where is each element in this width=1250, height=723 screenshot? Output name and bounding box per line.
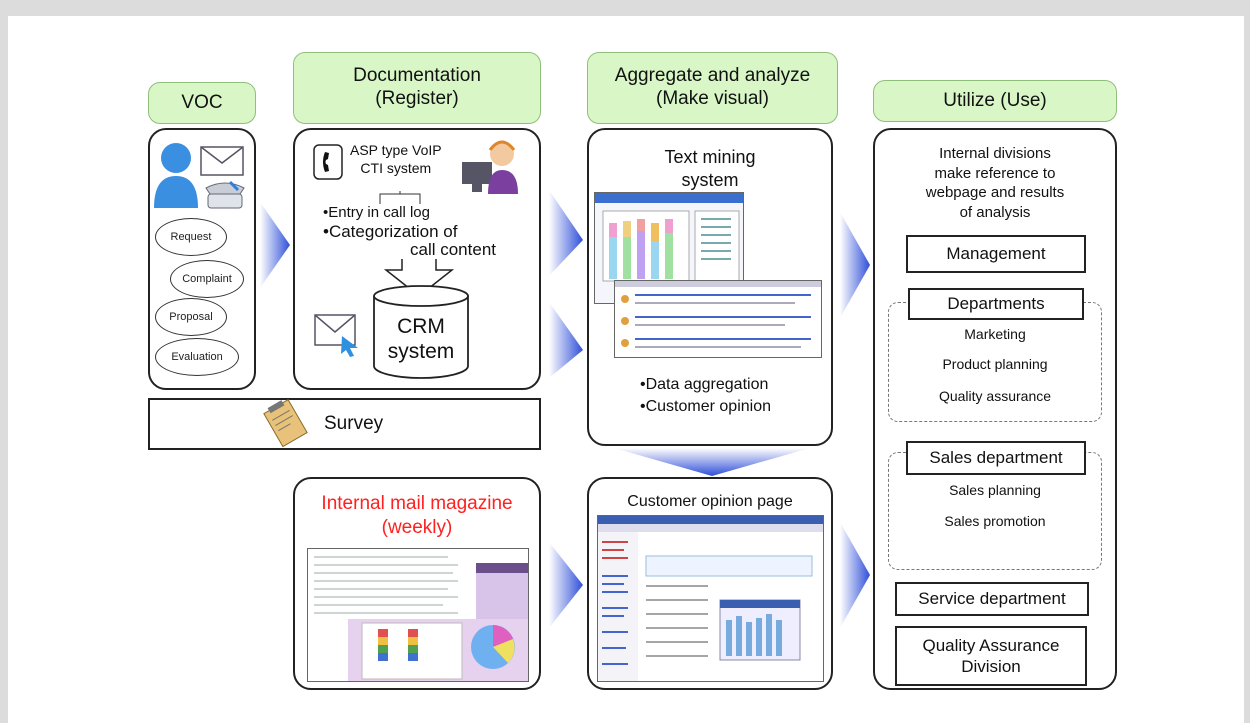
header-aggregate: Aggregate and analyze (Make visual) [587,52,838,124]
mail-magazine-title: Internal mail magazine (weekly) [321,493,513,538]
cloud-complaint: Complaint [170,260,244,298]
text-mining-title: Text mining system [664,147,756,190]
utilize-intro: Internal divisions make reference to web… [925,145,1065,221]
arrow-documentation-to-aggregate-upper [549,190,583,276]
envelope-icon [200,146,244,176]
bracket-connector [379,191,421,204]
clipboard-icon [263,398,308,448]
arrow-voc-to-documentation [260,202,290,288]
cloud-evaluation: Evaluation [155,338,239,376]
mail-icon [314,314,358,357]
comments-thumbnail [615,281,821,348]
arrow-aggregate-to-utilize [840,212,870,318]
arrow-documentation-to-aggregate-lower [549,302,583,378]
survey-label: Survey [324,413,384,434]
bullet-categorization-cont: call content [410,240,496,259]
bullet-entry-call-log: •Entry in call log [323,204,430,221]
sales-department-box: Sales department [906,441,1086,475]
sales-item-planning: Sales planning [949,482,1041,498]
cloud-request: Request [155,218,227,256]
telephone-handset-icon [313,144,343,180]
crm-label: CRM system [387,315,455,364]
header-utilize: Utilize (Use) [873,80,1117,122]
qa-division-box: Quality Assurance Division [895,626,1087,686]
arrow-mail-to-opinion [549,542,583,628]
service-department-box: Service department [895,582,1089,616]
bullet-customer-opinion: •Customer opinion [640,398,771,415]
mail-magazine-screenshot [307,548,529,682]
dept-item-marketing: Marketing [964,326,1026,342]
departments-box: Departments [908,288,1084,320]
dept-item-product-planning: Product planning [942,356,1048,372]
dept-item-quality-assurance: Quality assurance [938,388,1052,404]
cloud-proposal: Proposal [155,298,227,336]
management-box: Management [906,235,1086,273]
operator-icon [462,140,518,194]
arrow-opinion-to-utilize [840,522,870,628]
header-documentation: Documentation (Register) [293,52,541,124]
cti-system-label: ASP type VoIP CTI system [350,142,442,177]
sales-item-promotion: Sales promotion [944,513,1046,529]
mail-magazine-thumbnail [314,556,528,681]
opinion-page-title: Customer opinion page [627,493,793,510]
survey-box: Survey [148,398,541,450]
arrow-aggregate-down [614,448,810,476]
person-icon [154,143,198,208]
text-mining-comments-screenshot [614,280,822,358]
bullet-categorization: •Categorization of [323,222,458,241]
opinion-page-thumbnail [598,516,823,681]
header-voc: VOC [148,82,256,124]
opinion-page-screenshot [597,515,824,682]
crm-database-icon [373,285,469,379]
bullet-data-aggregation: •Data aggregation [640,376,769,393]
phone-icon [205,180,245,209]
